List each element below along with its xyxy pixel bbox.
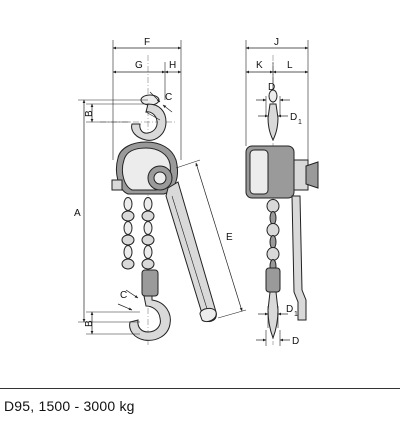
dimension-D1-top: D 1 bbox=[258, 112, 302, 126]
label-D-top: D bbox=[268, 82, 275, 93]
label-B-top: B bbox=[84, 110, 95, 117]
dimension-C-top: C bbox=[149, 91, 172, 113]
label-D1-bottom: D bbox=[286, 304, 293, 315]
side-lever bbox=[291, 195, 307, 321]
dimension-K-L: K L bbox=[245, 60, 309, 90]
chain-link bbox=[141, 258, 155, 270]
side-chain-link bbox=[269, 211, 277, 225]
label-G: G bbox=[135, 60, 143, 71]
label-D1-top: D bbox=[290, 112, 297, 123]
chain-link bbox=[121, 234, 135, 246]
figure-caption: D95, 1500 - 3000 kg bbox=[4, 398, 135, 414]
side-chain-link bbox=[266, 247, 280, 261]
dimension-G-H: G H bbox=[112, 60, 182, 100]
label-H: H bbox=[169, 60, 176, 71]
load-chain bbox=[121, 197, 155, 270]
chain-link bbox=[123, 245, 133, 259]
side-top-hook bbox=[267, 89, 279, 142]
chain-link bbox=[123, 221, 133, 235]
label-D1-top-sub: 1 bbox=[298, 119, 302, 126]
label-F: F bbox=[144, 37, 150, 48]
dimension-J: J bbox=[245, 37, 309, 160]
chain-link bbox=[141, 234, 155, 246]
dimension-D-top: D bbox=[256, 82, 290, 116]
dimension-B-bottom: B bbox=[84, 311, 140, 335]
label-D-bottom: D bbox=[292, 336, 299, 347]
technical-drawing: F G H C B A bbox=[74, 37, 319, 347]
top-hook bbox=[131, 94, 167, 141]
dimension-D-bottom: D bbox=[256, 330, 299, 347]
dimension-C-bottom: C bbox=[117, 289, 139, 311]
side-chain-link bbox=[266, 199, 280, 213]
dimension-D1-bottom: D 1 bbox=[258, 304, 298, 328]
caption-divider bbox=[0, 388, 400, 389]
label-D1-bottom-sub: 1 bbox=[294, 311, 298, 318]
chain-link bbox=[123, 197, 133, 211]
chain-link bbox=[121, 210, 135, 222]
label-J: J bbox=[274, 37, 279, 48]
label-K: K bbox=[256, 60, 263, 71]
side-chain-link bbox=[269, 235, 277, 249]
chain-link bbox=[121, 258, 135, 270]
chain-link bbox=[143, 197, 153, 211]
label-C-top: C bbox=[165, 92, 172, 103]
dimension-E: E bbox=[175, 159, 247, 319]
label-E: E bbox=[226, 232, 233, 243]
side-view: J K L D D 1 D bbox=[245, 37, 319, 347]
side-chain bbox=[266, 199, 280, 273]
front-view: F G H C B A bbox=[74, 37, 247, 345]
dimension-A: A bbox=[74, 99, 148, 323]
chain-link bbox=[141, 210, 155, 222]
label-A: A bbox=[74, 208, 81, 219]
side-housing bbox=[245, 145, 319, 199]
dimension-B-top: B bbox=[84, 103, 148, 123]
chain-link bbox=[143, 221, 153, 235]
chain-link bbox=[143, 245, 153, 259]
label-B-bottom: B bbox=[84, 320, 95, 327]
side-chain-link bbox=[266, 223, 280, 237]
label-C-bottom: C bbox=[120, 290, 127, 301]
label-L: L bbox=[287, 60, 293, 71]
hoist-body bbox=[111, 141, 178, 195]
